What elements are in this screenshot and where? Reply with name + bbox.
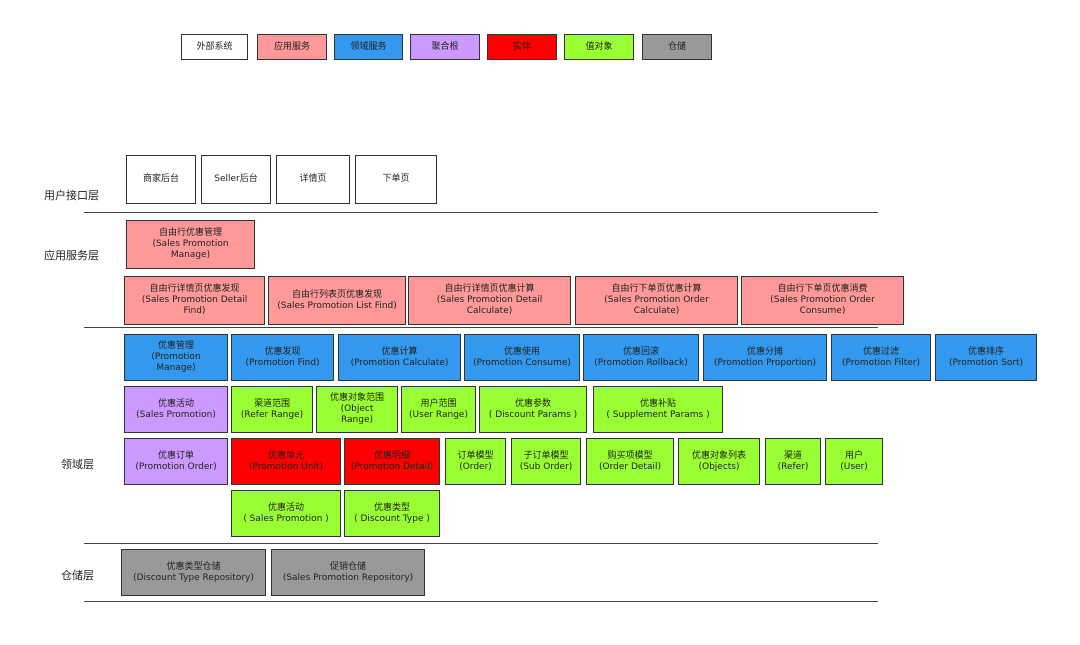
divider-app-domain xyxy=(84,327,878,328)
vo-refer-range: 渠道范围 (Refer Range) xyxy=(231,386,313,433)
ui-seller-backend: Seller后台 xyxy=(201,155,271,204)
domain-promotion-rollback: 优惠回滚 (Promotion Rollback) xyxy=(583,334,699,381)
vo-sales-promotion: 优惠活动 ( Sales Promotion ) xyxy=(231,490,341,537)
vo-discount-type: 优惠类型 ( Discount Type ) xyxy=(344,490,440,537)
vo-user-range: 用户范围 (User Range) xyxy=(401,386,476,433)
repo-sales-promotion: 促销仓储 (Sales Promotion Repository) xyxy=(271,549,425,596)
aggregate-sales-promotion: 优惠活动 (Sales Promotion) xyxy=(124,386,228,433)
divider-bottom xyxy=(84,601,878,602)
ui-order-page: 下单页 xyxy=(355,155,437,204)
domain-promotion-manage: 优惠管理 (Promotion Manage) xyxy=(124,334,228,381)
vo-order-detail: 购买项模型 (Order Detail) xyxy=(586,438,674,485)
legend-external-system: 外部系统 xyxy=(181,34,248,60)
legend-aggregate-root: 聚合根 xyxy=(410,34,480,60)
domain-promotion-sort: 优惠排序 (Promotion Sort) xyxy=(935,334,1037,381)
vo-order: 订单模型 (Order) xyxy=(445,438,506,485)
layer-label-repo: 仓储层 xyxy=(61,569,94,582)
domain-promotion-calculate: 优惠计算 (Promotion Calculate) xyxy=(338,334,461,381)
divider-domain-repo xyxy=(84,543,878,544)
app-detail-calculate: 自由行详情页优惠计算 (Sales Promotion Detail Calcu… xyxy=(408,276,571,325)
legend-application-service: 应用服务 xyxy=(257,34,327,60)
aggregate-promotion-order: 优惠订单 (Promotion Order) xyxy=(124,438,228,485)
repo-discount-type: 优惠类型仓储 (Discount Type Repository) xyxy=(121,549,266,596)
entity-promotion-detail: 优惠明细 (Promotion Detail) xyxy=(344,438,440,485)
vo-refer: 渠道 (Refer) xyxy=(765,438,821,485)
app-order-calculate: 自由行下单页优惠计算 (Sales Promotion Order Calcul… xyxy=(575,276,738,325)
divider-ui-app xyxy=(84,212,878,213)
vo-sub-order: 子订单模型 (Sub Order) xyxy=(511,438,581,485)
layer-label-ui: 用户接口层 xyxy=(44,189,99,202)
app-list-find: 自由行列表页优惠发现 (Sales Promotion List Find) xyxy=(268,276,406,325)
vo-objects: 优惠对象列表 (Objects) xyxy=(678,438,760,485)
app-order-consume: 自由行下单页优惠消费 (Sales Promotion Order Consum… xyxy=(741,276,904,325)
legend-repository: 仓储 xyxy=(642,34,712,60)
app-detail-find: 自由行详情页优惠发现 (Sales Promotion Detail Find) xyxy=(124,276,265,325)
app-promotion-manage: 自由行优惠管理 (Sales Promotion Manage) xyxy=(126,220,255,269)
ui-detail-page: 详情页 xyxy=(276,155,350,204)
domain-promotion-consume: 优惠使用 (Promotion Consume) xyxy=(464,334,580,381)
domain-promotion-proportion: 优惠分摊 (Promotion Proportion) xyxy=(703,334,827,381)
legend-entity: 实体 xyxy=(487,34,557,60)
domain-promotion-filter: 优惠过滤 (Promotion Filter) xyxy=(831,334,931,381)
domain-promotion-find: 优惠发现 (Promotion Find) xyxy=(231,334,334,381)
ui-merchant-backend: 商家后台 xyxy=(126,155,196,204)
vo-discount-params: 优惠参数 ( Discount Params ) xyxy=(479,386,587,433)
legend-value-object: 值对象 xyxy=(564,34,634,60)
layer-label-domain: 领域层 xyxy=(61,458,94,471)
legend-domain-service: 领域服务 xyxy=(334,34,403,60)
layer-label-app: 应用服务层 xyxy=(44,249,99,262)
vo-supplement-params: 优惠补贴 ( Supplement Params ) xyxy=(593,386,723,433)
vo-user: 用户 (User) xyxy=(825,438,883,485)
vo-object-range: 优惠对象范围 (Object Range) xyxy=(316,386,398,433)
entity-promotion-unit: 优惠单元 (Promotion Unit) xyxy=(231,438,341,485)
